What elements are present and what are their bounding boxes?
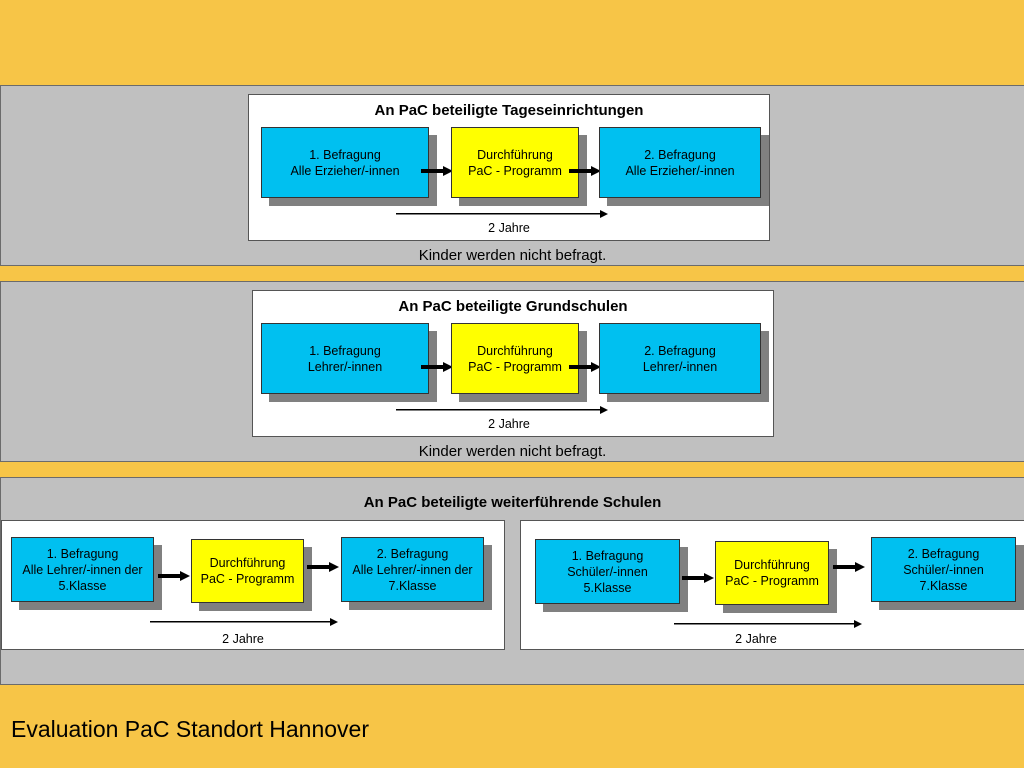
panel-grundschule: An PaC beteiligte Grundschulen 1. Befrag… [252,290,774,437]
slide-footer-title: Evaluation PaC Standort Hannover [11,716,369,742]
arrow-right-icon [682,573,714,583]
program-box: Durchführung PaC - Programm [191,539,304,603]
second-survey-box: 2. Befragung Schüler/-innen 7.Klasse [871,537,1016,602]
first-survey-box: 1. Befragung Lehrer/-innen [261,323,429,394]
note-text: Kinder werden nicht befragt. [418,247,607,264]
duration-label: 2 Jahre [735,632,777,646]
arrow-right-icon [569,362,601,372]
arrow-right-icon [421,166,453,176]
section-title: An PaC beteiligte weiterführende Schulen [363,494,662,511]
section-band-kita: An PaC beteiligte Tageseinrichtungen 1. … [0,85,1024,266]
program-box: Durchführung PaC - Programm [715,541,829,605]
panel-title: An PaC beteiligte Grundschulen [398,298,628,315]
first-survey-box: 1. Befragung Schüler/-innen 5.Klasse [535,539,680,604]
timeline-arrow-icon [674,620,862,628]
first-survey-box: 1. Befragung Alle Erzieher/-innen [261,127,429,198]
program-box: Durchführung PaC - Programm [451,323,579,394]
arrow-right-icon [833,562,865,572]
arrow-right-icon [569,166,601,176]
duration-label: 2 Jahre [488,221,530,235]
arrow-right-icon [307,562,339,572]
first-survey-box: 1. Befragung Alle Lehrer/-innen der 5.Kl… [11,537,154,602]
timeline-arrow-icon [396,210,608,218]
panel-teachers: 1. Befragung Alle Lehrer/-innen der 5.Kl… [1,520,505,650]
section-band-weiterfuehrend: An PaC beteiligte weiterführende Schulen… [0,477,1024,685]
second-survey-box: 2. Befragung Alle Erzieher/-innen [599,127,761,198]
panel-students: 1. Befragung Schüler/-innen 5.Klasse Dur… [520,520,1024,650]
note-text: Kinder werden nicht befragt. [418,443,607,460]
second-survey-box: 2. Befragung Alle Lehrer/-innen der 7.Kl… [341,537,484,602]
second-survey-box: 2. Befragung Lehrer/-innen [599,323,761,394]
duration-label: 2 Jahre [222,632,264,646]
arrow-right-icon [421,362,453,372]
panel-title: An PaC beteiligte Tageseinrichtungen [374,102,644,119]
arrow-right-icon [158,571,190,581]
panel-kita: An PaC beteiligte Tageseinrichtungen 1. … [248,94,770,241]
section-band-grundschule: An PaC beteiligte Grundschulen 1. Befrag… [0,281,1024,462]
duration-label: 2 Jahre [488,417,530,431]
program-box: Durchführung PaC - Programm [451,127,579,198]
timeline-arrow-icon [150,618,338,626]
timeline-arrow-icon [396,406,608,414]
